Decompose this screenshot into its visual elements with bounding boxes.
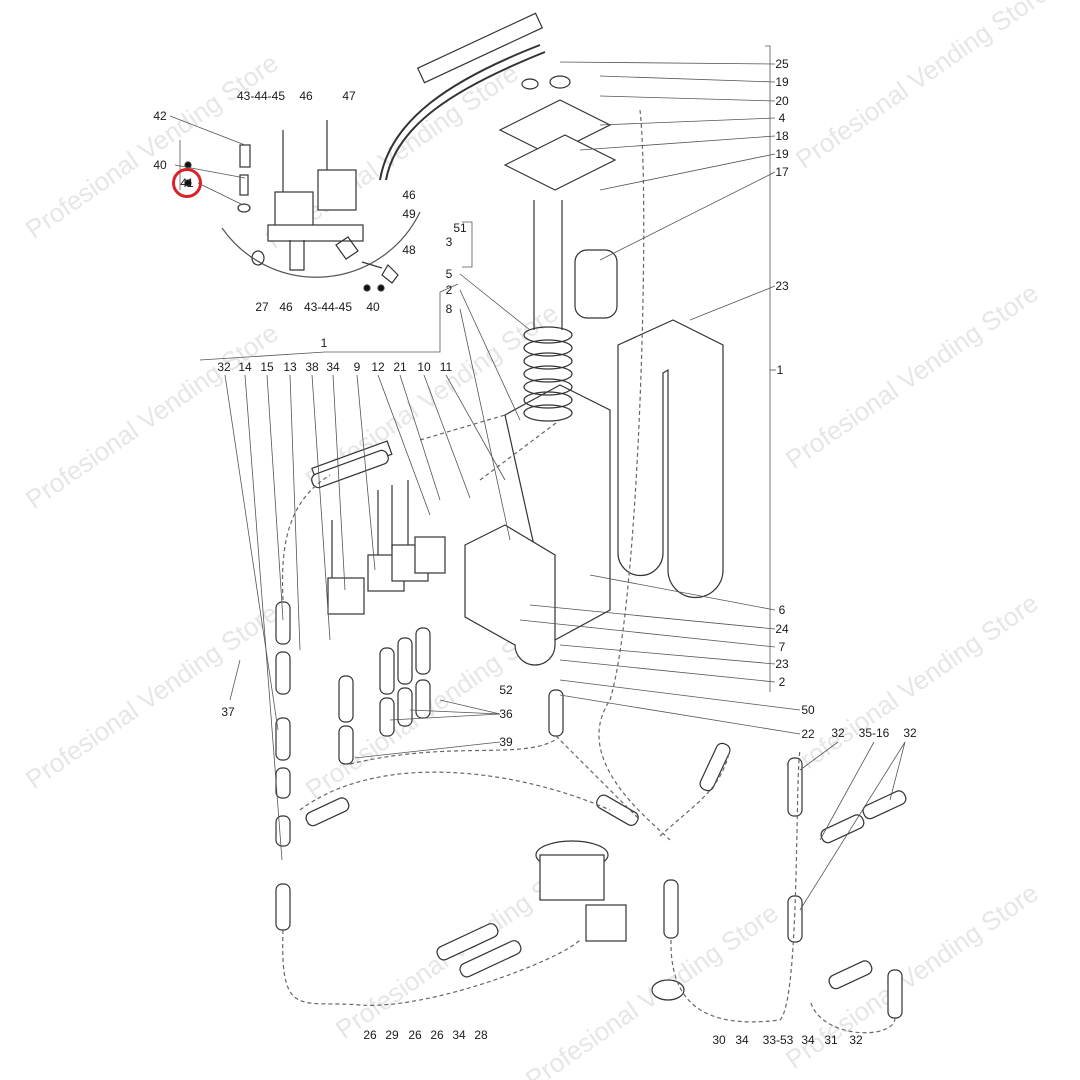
part-label-26: 26 [408, 1028, 422, 1042]
part-label-23: 23 [775, 657, 789, 671]
part-label-43-44-45: 43-44-45 [303, 300, 353, 314]
part-label-37: 37 [221, 705, 235, 719]
part-label-22: 22 [801, 727, 815, 741]
part-label-34: 34 [326, 360, 340, 374]
part-label-1: 1 [320, 336, 328, 350]
part-label-52: 52 [499, 683, 513, 697]
part-label-5: 5 [445, 267, 453, 281]
part-label-4: 4 [778, 111, 786, 125]
part-label-1: 1 [776, 363, 784, 377]
part-label-19: 19 [775, 75, 789, 89]
part-label-24: 24 [775, 622, 789, 636]
part-label-32: 32 [903, 726, 917, 740]
part-label-40: 40 [366, 300, 380, 314]
part-label-33-53: 33-53 [762, 1033, 794, 1047]
part-label-43-44-45: 43-44-45 [236, 89, 286, 103]
part-label-34: 34 [452, 1028, 466, 1042]
part-label-32: 32 [217, 360, 231, 374]
pump [535, 840, 685, 1001]
part-label-32: 32 [831, 726, 845, 740]
part-label-41: 41 [180, 176, 194, 190]
part-label-23: 23 [775, 279, 789, 293]
part-label-26: 26 [363, 1028, 377, 1042]
part-label-35-16: 35-16 [858, 726, 890, 740]
part-label-17: 17 [775, 165, 789, 179]
part-label-13: 13 [283, 360, 297, 374]
part-label-25: 25 [775, 57, 789, 71]
part-label-26: 26 [430, 1028, 444, 1042]
part-label-3: 3 [445, 235, 453, 249]
part-label-46: 46 [402, 188, 416, 202]
top-valve-assembly [184, 120, 421, 292]
part-label-42: 42 [153, 109, 167, 123]
part-label-36: 36 [499, 707, 513, 721]
part-label-27: 27 [255, 300, 269, 314]
part-label-12: 12 [371, 360, 385, 374]
part-label-51: 51 [453, 221, 467, 235]
part-label-40: 40 [153, 158, 167, 172]
heating-coil [523, 200, 573, 422]
part-label-30: 30 [712, 1033, 726, 1047]
part-label-50: 50 [801, 703, 815, 717]
part-label-21: 21 [393, 360, 407, 374]
part-label-34: 34 [735, 1033, 749, 1047]
part-label-2: 2 [778, 675, 786, 689]
part-label-46: 46 [279, 300, 293, 314]
part-label-11: 11 [439, 360, 453, 374]
part-label-39: 39 [499, 735, 513, 749]
part-label-6: 6 [778, 603, 786, 617]
part-label-8: 8 [445, 302, 453, 316]
part-label-19: 19 [775, 147, 789, 161]
part-label-31: 31 [824, 1033, 838, 1047]
part-label-48: 48 [402, 243, 416, 257]
part-label-7: 7 [778, 640, 786, 654]
part-label-9: 9 [353, 360, 361, 374]
part-label-46: 46 [299, 89, 313, 103]
part-label-2: 2 [445, 283, 453, 297]
part-label-20: 20 [775, 94, 789, 108]
part-label-15: 15 [260, 360, 274, 374]
part-label-38: 38 [305, 360, 319, 374]
part-label-32: 32 [849, 1033, 863, 1047]
highlight-circle [172, 168, 202, 198]
part-label-10: 10 [417, 360, 431, 374]
part-label-29: 29 [385, 1028, 399, 1042]
part-label-18: 18 [775, 129, 789, 143]
part-label-47: 47 [342, 89, 356, 103]
part-label-14: 14 [238, 360, 252, 374]
part-label-34: 34 [801, 1033, 815, 1047]
part-label-49: 49 [402, 207, 416, 221]
part-label-28: 28 [474, 1028, 488, 1042]
